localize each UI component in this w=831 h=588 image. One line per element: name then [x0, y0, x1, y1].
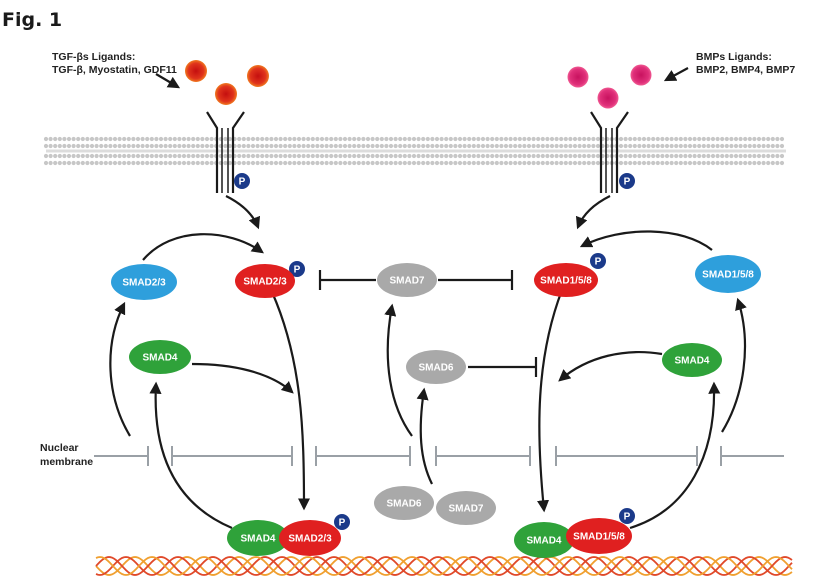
tgf-ligands — [185, 60, 269, 105]
inhibit-smad6-to-bmp — [468, 357, 538, 377]
phospho-badge-smad23: P — [289, 261, 305, 277]
bmp-receptor — [590, 111, 629, 193]
arrow-smad7-induction — [384, 303, 413, 437]
nuclear-membrane-label-line2: membrane — [40, 456, 93, 468]
svg-text:SMAD6: SMAD6 — [418, 363, 453, 374]
phospho-badge-smad158-dna: P — [619, 508, 635, 524]
phospho-badge-smad158: P — [590, 253, 606, 269]
svg-text:SMAD6: SMAD6 — [386, 499, 421, 510]
svg-text:SMAD7: SMAD7 — [448, 504, 483, 515]
arrow-receptor-to-smad23 — [225, 195, 261, 230]
svg-text:SMAD2/3: SMAD2/3 — [243, 277, 287, 288]
smad23-dna-node: SMAD2/3 — [279, 520, 341, 556]
phospho-badge-smad23-dna: P — [334, 514, 350, 530]
tgf-ligand-2 — [247, 65, 269, 87]
arrow-smad4-to-complex-left — [191, 362, 294, 394]
phospho-badge-bmp-receptor: P — [619, 173, 635, 189]
arrow-smad4-export-right — [629, 381, 721, 530]
svg-text:P: P — [595, 257, 602, 268]
svg-text:P: P — [339, 518, 346, 529]
smad7-nucleus-node: SMAD7 — [436, 491, 496, 525]
svg-text:P: P — [624, 177, 631, 188]
arrow-smad23-to-nucleus — [270, 291, 311, 511]
smad23-inactive-node: SMAD2/3 — [111, 264, 177, 300]
bmp-ligand-1 — [567, 66, 589, 88]
svg-text:SMAD4: SMAD4 — [142, 353, 177, 364]
svg-text:P: P — [294, 265, 301, 276]
svg-text:SMAD1/5/8: SMAD1/5/8 — [573, 532, 625, 543]
arrow-receptor-to-smad158 — [575, 195, 611, 230]
bmp-ligand-3 — [597, 87, 619, 109]
smad6-center-node: SMAD6 — [406, 350, 466, 384]
inhibit-smad7-to-smad23 — [318, 270, 376, 290]
dna-helix — [95, 556, 793, 576]
arrow-smad23-recycle — [109, 301, 131, 437]
smad158-dna-node: SMAD1/5/8 — [566, 518, 632, 554]
svg-text:SMAD1/5/8: SMAD1/5/8 — [540, 276, 592, 287]
tgf-receptor — [206, 111, 245, 193]
inhibit-smad7-to-smad158 — [438, 270, 514, 290]
tgf-ligand-pointer-arrow — [155, 73, 181, 89]
bmp-ligands — [567, 64, 652, 109]
bmp-ligand-2 — [630, 64, 652, 86]
bmp-ligand-pointer-arrow — [663, 67, 689, 82]
bmp-ligands-label: BMPs Ligands: BMP2, BMP4, BMP7 — [696, 51, 795, 76]
svg-text:SMAD4: SMAD4 — [240, 534, 275, 545]
smad4-right-node: SMAD4 — [662, 343, 722, 377]
figure-title: Fig. 1 — [2, 9, 62, 31]
arrow-smad4-to-complex-right — [558, 351, 663, 382]
svg-text:P: P — [239, 177, 246, 188]
arrow-smad158-recycle — [721, 297, 747, 433]
tgf-ligand-3 — [215, 83, 237, 105]
svg-text:P: P — [624, 512, 631, 523]
svg-text:SMAD4: SMAD4 — [526, 536, 561, 547]
smad158-active-node: SMAD1/5/8 — [534, 263, 598, 297]
cell-membrane — [43, 136, 786, 166]
smad6-nucleus-node: SMAD6 — [374, 486, 434, 520]
arrow-smad6-induction — [416, 387, 433, 485]
arrow-smad23-phosphorylation — [142, 233, 264, 261]
svg-text:SMAD2/3: SMAD2/3 — [122, 278, 166, 289]
nuclear-membrane — [94, 446, 784, 466]
phospho-badge-tgf-receptor: P — [234, 173, 250, 189]
bmp-ligands-line2: BMP2, BMP4, BMP7 — [696, 64, 795, 76]
bmp-ligands-line1: BMPs Ligands: — [696, 51, 772, 63]
smad7-center-node: SMAD7 — [377, 263, 437, 297]
arrow-smad158-phosphorylation — [579, 230, 713, 251]
nuclear-membrane-label-line1: Nuclear — [40, 442, 79, 454]
smad23-active-node: SMAD2/3 — [235, 264, 295, 298]
tgf-ligands-line1: TGF-βs Ligands: — [52, 51, 135, 63]
svg-text:SMAD2/3: SMAD2/3 — [288, 534, 332, 545]
svg-text:SMAD7: SMAD7 — [389, 276, 424, 287]
svg-text:SMAD1/5/8: SMAD1/5/8 — [702, 270, 754, 281]
smad4-dna-left-node: SMAD4 — [227, 520, 289, 556]
smad4-dna-right-node: SMAD4 — [514, 522, 574, 558]
smad158-inactive-node: SMAD1/5/8 — [695, 255, 761, 293]
arrow-smad4-export-left — [149, 381, 233, 530]
tgf-ligands-line2: TGF-β, Myostatin, GDF11 — [52, 64, 177, 76]
tgf-ligands-label: TGF-βs Ligands: TGF-β, Myostatin, GDF11 — [52, 51, 177, 76]
tgf-ligand-1 — [185, 60, 207, 82]
smad4-left-node: SMAD4 — [129, 340, 191, 374]
svg-text:SMAD4: SMAD4 — [674, 356, 709, 367]
arrow-smad158-to-nucleus — [537, 289, 564, 513]
